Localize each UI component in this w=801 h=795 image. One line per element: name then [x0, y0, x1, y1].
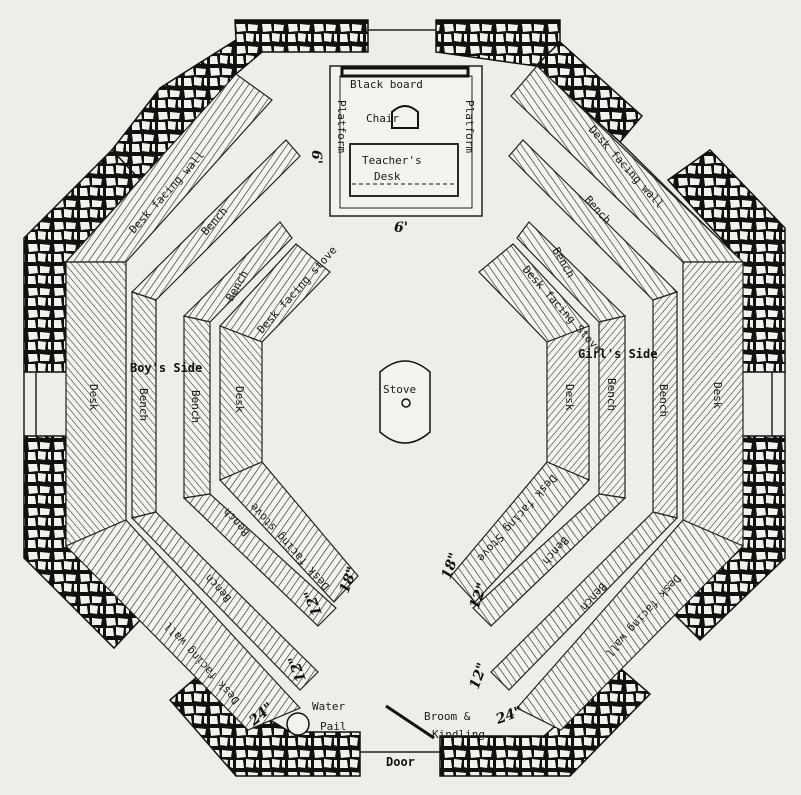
- platform-left-label: Platform: [335, 100, 348, 153]
- stove-label: Stove: [383, 383, 416, 396]
- bench-se: [490, 511, 679, 691]
- stone-walls: [23, 19, 786, 777]
- water-pail-label-2: Pail: [320, 720, 347, 733]
- six-ft-bottom-label: 6': [394, 220, 408, 236]
- bench-right-outer-label: Bench: [657, 384, 670, 417]
- dim-24-right: 24": [493, 704, 525, 729]
- stove-outline: [379, 360, 431, 444]
- desk-left-outer-label: Desk: [87, 384, 100, 411]
- desk-facing-wall-se: [516, 519, 745, 731]
- boys-side-seating: [64, 73, 359, 731]
- bench-left-inner-label: Bench: [189, 390, 202, 423]
- door-label: Door: [386, 755, 415, 769]
- chair-label: Chair: [366, 112, 399, 125]
- desk-left-inner-label: Desk: [233, 386, 246, 413]
- desk-right-inner-label: Desk: [563, 384, 576, 411]
- desk-facing-wall-sw: [64, 519, 302, 731]
- six-ft-side-label: 6': [308, 150, 324, 164]
- broom-label-2: Kindling: [432, 728, 485, 741]
- platform: [329, 65, 483, 217]
- bench-inner-se: [472, 493, 627, 627]
- bench-right-inner-label: Bench: [605, 378, 618, 411]
- boys-side-label: Boy's Side: [130, 361, 202, 375]
- chair: [391, 105, 419, 129]
- teachers-desk: [349, 143, 459, 197]
- stove-circle-icon: [401, 398, 411, 408]
- desk-right-outer-label: Desk: [711, 382, 724, 409]
- desk-facing-stove-se: [450, 461, 591, 603]
- blackboard: [340, 66, 470, 78]
- wall-top-right: [435, 19, 561, 67]
- platform-right-label: Platform: [463, 100, 476, 153]
- teachers-desk-label-2: Desk: [374, 170, 401, 183]
- teachers-desk-label-1: Teacher's: [362, 154, 422, 167]
- blackboard-label: Black board: [350, 78, 423, 91]
- desk-facing-stove-sw: [218, 461, 359, 603]
- stove: [379, 360, 431, 444]
- broom-label-1: Broom &: [424, 710, 471, 723]
- dim-12-right-b: 12": [467, 661, 491, 692]
- bench-inner-sw: [182, 493, 337, 627]
- water-pail-circle-icon: [286, 712, 310, 736]
- bench-sw: [130, 511, 319, 691]
- platform-outline: [329, 65, 483, 217]
- girls-side-seating: [450, 65, 745, 731]
- wall-bottom-right: [439, 667, 652, 777]
- water-pail-label-1: Water: [312, 700, 345, 713]
- girls-side-label: Girl's Side: [578, 347, 657, 361]
- broom-icon: [385, 704, 435, 740]
- bench-left-outer-label: Bench: [137, 388, 150, 421]
